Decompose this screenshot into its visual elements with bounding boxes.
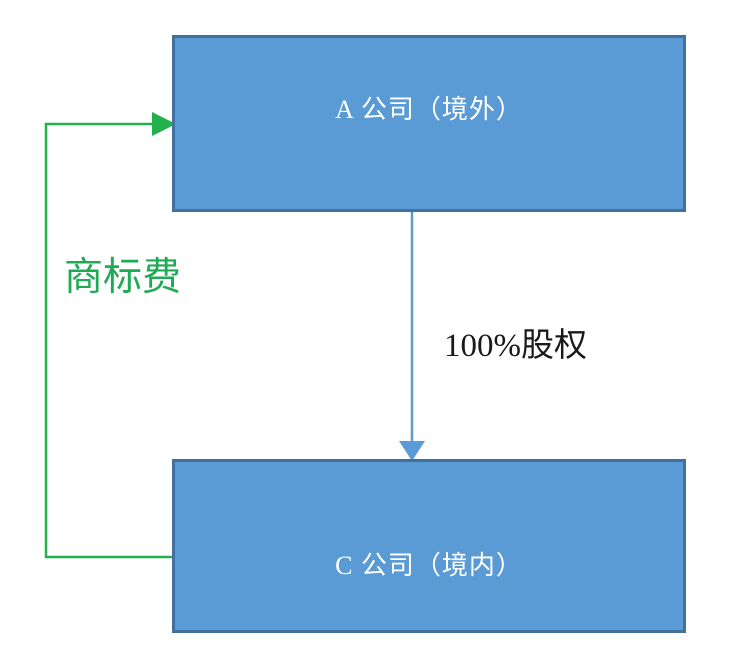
equity-arrowhead-icon (399, 441, 425, 461)
node-company-c-label: C 公司（境内） (335, 551, 523, 580)
trademark-fee-connector-line (44, 122, 172, 559)
trademark-fee-connector (44, 112, 176, 559)
equity-connector (399, 212, 425, 461)
node-company-a[interactable]: A 公司（境外） (172, 35, 686, 212)
node-company-c[interactable]: C 公司（境内） (172, 459, 686, 633)
equity-edge-label: 100%股权 (444, 328, 587, 364)
node-company-a-label: A 公司（境外） (335, 94, 523, 124)
trademark-fee-edge-label: 商标费 (64, 256, 182, 299)
